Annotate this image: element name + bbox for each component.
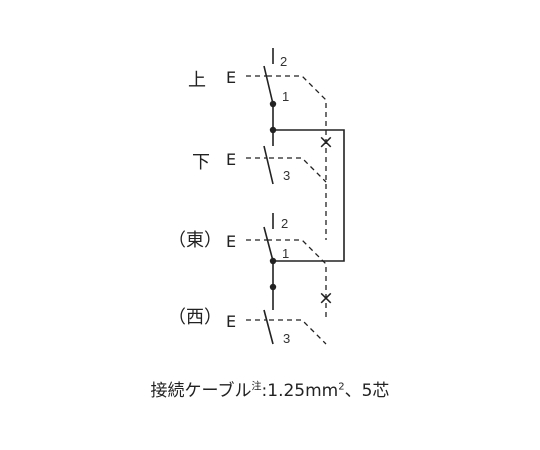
- caption-exponent: 2: [338, 381, 345, 393]
- cable-spec-caption: 接続ケーブル注:1.25mm2、5芯: [0, 376, 540, 401]
- break-mark-lower: ×: [318, 287, 334, 309]
- switch-1-label: 上: [188, 70, 206, 91]
- switch-3-terminal-upper: 2: [281, 216, 288, 231]
- switch-3-e-letter: E: [226, 232, 236, 251]
- traveler-wire: [273, 129, 345, 262]
- switch-4-e-letter: E: [226, 312, 236, 331]
- switch-4-terminal-lower: 3: [283, 331, 290, 346]
- switch-3-terminal-lower: 1: [282, 246, 289, 261]
- switch-4-label: （西）: [168, 307, 222, 328]
- switch-2-e-letter: E: [226, 150, 236, 169]
- switch-2-junction-dot: [269, 126, 277, 134]
- switch-3-junction-dot: [269, 257, 277, 265]
- switch-4-junction-dot: [269, 283, 277, 291]
- switch-3-blade: [263, 226, 274, 262]
- switch-1-e-letter: E: [226, 68, 236, 87]
- switch-2-mechanical-link: [246, 157, 327, 183]
- switch-1-terminal-lower: 1: [282, 89, 289, 104]
- switch-1-terminal-upper: 2: [280, 54, 287, 69]
- switch-1-junction-dot: [269, 100, 277, 108]
- switch-1-mechanical-link: [246, 75, 327, 240]
- switch-2-blade: [263, 145, 274, 185]
- caption-prefix: 接続ケーブル: [150, 381, 252, 401]
- switch-4-blade: [263, 309, 274, 345]
- switch-4-mechanical-link: [246, 319, 327, 345]
- caption-note-marker: 注: [251, 381, 262, 393]
- caption-suffix: 、5芯: [344, 381, 390, 401]
- caption-value: :1.25mm: [261, 381, 339, 401]
- switch-3-label: （東）: [168, 230, 222, 251]
- switch-2-terminal-lower: 3: [283, 168, 290, 183]
- switch-1-blade: [263, 65, 274, 105]
- break-mark-upper: ×: [318, 131, 334, 153]
- switch-2-label: 下: [192, 152, 210, 173]
- switch-3-mechanical-link: [246, 239, 327, 318]
